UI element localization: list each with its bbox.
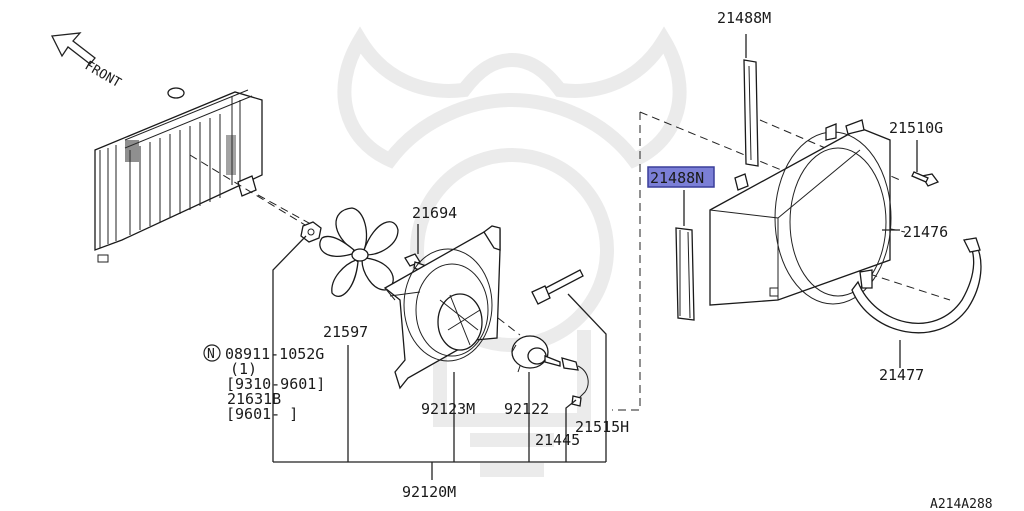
nut-part <box>300 221 322 243</box>
nut-symbol: N <box>207 347 215 362</box>
watermark-logo <box>337 26 687 477</box>
shroud-part <box>709 119 892 306</box>
label-08911-1052G[interactable]: 08911-1052G <box>225 345 324 363</box>
highlight-box <box>647 166 715 188</box>
shroud-side-part <box>675 227 695 321</box>
front-arrow-icon <box>50 32 96 65</box>
nut-callout: N 08911-1052G (1) [9310-9601] 21631B [96… <box>203 344 325 423</box>
label-92120M[interactable]: 92120M <box>402 483 456 501</box>
label-92123M[interactable]: 92123M <box>421 400 475 418</box>
label-21488N[interactable]: 21488N <box>650 169 704 187</box>
label-21694[interactable]: 21694 <box>412 204 457 222</box>
label-21488M[interactable]: 21488M <box>717 9 771 27</box>
label-92122[interactable]: 92122 <box>504 400 549 418</box>
nut-alt-range: [9601- ] <box>226 405 298 423</box>
label-21510G[interactable]: 21510G <box>889 119 943 137</box>
diagram-code: A214A288 <box>930 497 993 511</box>
fan-bracket-part <box>383 225 501 390</box>
motor-part <box>511 335 561 373</box>
front-label: FRONT <box>82 58 124 91</box>
radiator <box>94 87 263 263</box>
clip-part <box>531 269 584 305</box>
label-21631B[interactable]: 21631B <box>227 390 281 408</box>
axis-line-shroud <box>612 112 641 411</box>
shroud-seal-part <box>851 237 982 334</box>
front-direction-indicator: FRONT <box>50 32 124 91</box>
label-21476[interactable]: 21476 <box>903 223 948 241</box>
axis-line-radiator <box>189 154 311 229</box>
shroud-top-part <box>743 59 759 167</box>
label-21597[interactable]: 21597 <box>323 323 368 341</box>
fan-blade-part <box>319 207 399 297</box>
label-21477[interactable]: 21477 <box>879 366 924 384</box>
nut-qty: (1) <box>230 360 257 378</box>
nut-range: [9310-9601] <box>226 375 325 393</box>
label-21445[interactable]: 21445 <box>535 431 580 449</box>
bolt-21510g-part <box>911 171 940 187</box>
leader-lines <box>272 34 918 480</box>
harness-part <box>561 357 589 407</box>
label-21515H[interactable]: 21515H <box>575 418 629 436</box>
n-symbol-icon <box>203 344 221 362</box>
